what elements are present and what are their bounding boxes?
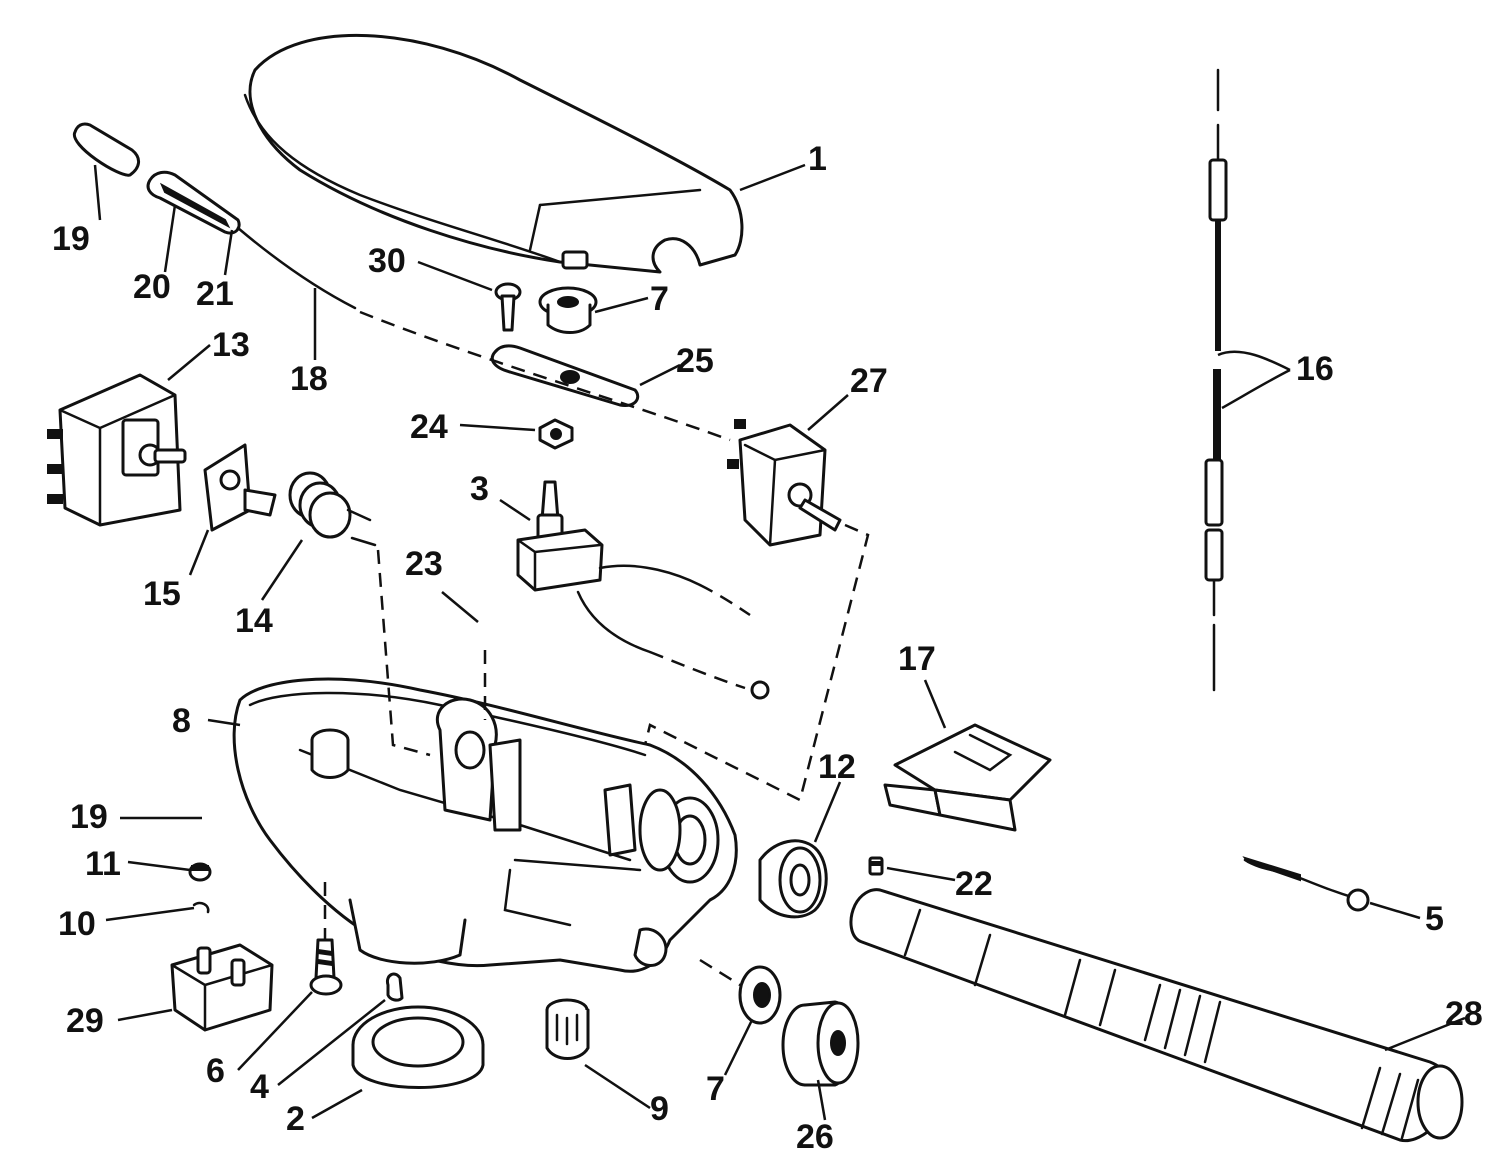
part-3-toggle-switch (516, 480, 770, 700)
callout-7-top: 7 (650, 280, 669, 318)
callout-16: 16 (1296, 350, 1334, 388)
part-9-plug (545, 998, 590, 1060)
callout-18: 18 (290, 360, 328, 398)
callout-23: 23 (405, 545, 443, 583)
callout-27: 27 (850, 362, 888, 400)
callout-labels: 1 19 20 21 18 30 7 25 24 27 3 13 15 14 2… (52, 140, 1483, 1156)
callout-14: 14 (235, 602, 273, 640)
part-15-bracket (203, 443, 277, 532)
part-2-ring (351, 1005, 485, 1089)
part-18-lead-wire (236, 226, 357, 310)
callout-19-top: 19 (52, 220, 90, 258)
callout-15: 15 (143, 575, 181, 613)
part-5-wire-terminal (1242, 856, 1370, 912)
part-12-collar (758, 839, 828, 919)
assembly-guide-lines (323, 310, 870, 987)
callout-26: 26 (796, 1118, 834, 1156)
callout-12: 12 (818, 748, 856, 786)
part-4-pin (385, 972, 404, 1002)
part-16-wire-harness (1204, 68, 1228, 692)
callout-8: 8 (172, 702, 191, 740)
part-25-plate (490, 344, 640, 408)
part-26-roller (781, 1000, 860, 1087)
part-7-bushing-bottom (738, 965, 782, 1025)
part-1-top-cover (243, 33, 744, 274)
part-13-switch (47, 373, 187, 527)
leader-lines (93, 163, 1466, 1121)
callout-6: 6 (206, 1052, 225, 1090)
callout-5: 5 (1425, 900, 1444, 938)
part-30-screw (494, 282, 522, 332)
callout-4: 4 (250, 1068, 269, 1106)
callout-7-bottom: 7 (706, 1070, 725, 1108)
callout-30: 30 (368, 242, 406, 280)
callout-29: 29 (66, 1002, 104, 1040)
part-28-shaft (849, 888, 1464, 1143)
callout-24: 24 (410, 408, 448, 446)
callout-19-bottom: 19 (70, 798, 108, 836)
part-27-rocker-switch (727, 419, 842, 547)
callout-9: 9 (650, 1090, 669, 1128)
part-14-spring (288, 471, 377, 547)
part-10-clip (192, 901, 210, 914)
callout-13: 13 (212, 326, 250, 364)
part-11-nut (188, 862, 212, 882)
part-6-screw (309, 938, 343, 996)
callout-20: 20 (133, 268, 171, 306)
callout-21: 21 (196, 275, 234, 313)
callout-22: 22 (955, 865, 993, 903)
callout-28: 28 (1445, 995, 1483, 1033)
part-22-set-screw (868, 856, 884, 876)
callout-1: 1 (808, 140, 827, 178)
callout-10: 10 (58, 905, 96, 943)
part-20-21-connector (146, 170, 241, 235)
callout-25: 25 (676, 342, 714, 380)
part-7-grommet-top (538, 286, 598, 334)
callout-2: 2 (286, 1100, 305, 1138)
part-29-block (170, 943, 274, 1032)
part-17-clamp (883, 723, 1052, 832)
part-19-sleeve (73, 122, 140, 177)
part-24-nut (538, 418, 574, 450)
callout-17: 17 (898, 640, 936, 678)
part-8-lower-housing (232, 677, 738, 973)
callout-3: 3 (470, 470, 489, 508)
callout-11: 11 (85, 845, 121, 883)
